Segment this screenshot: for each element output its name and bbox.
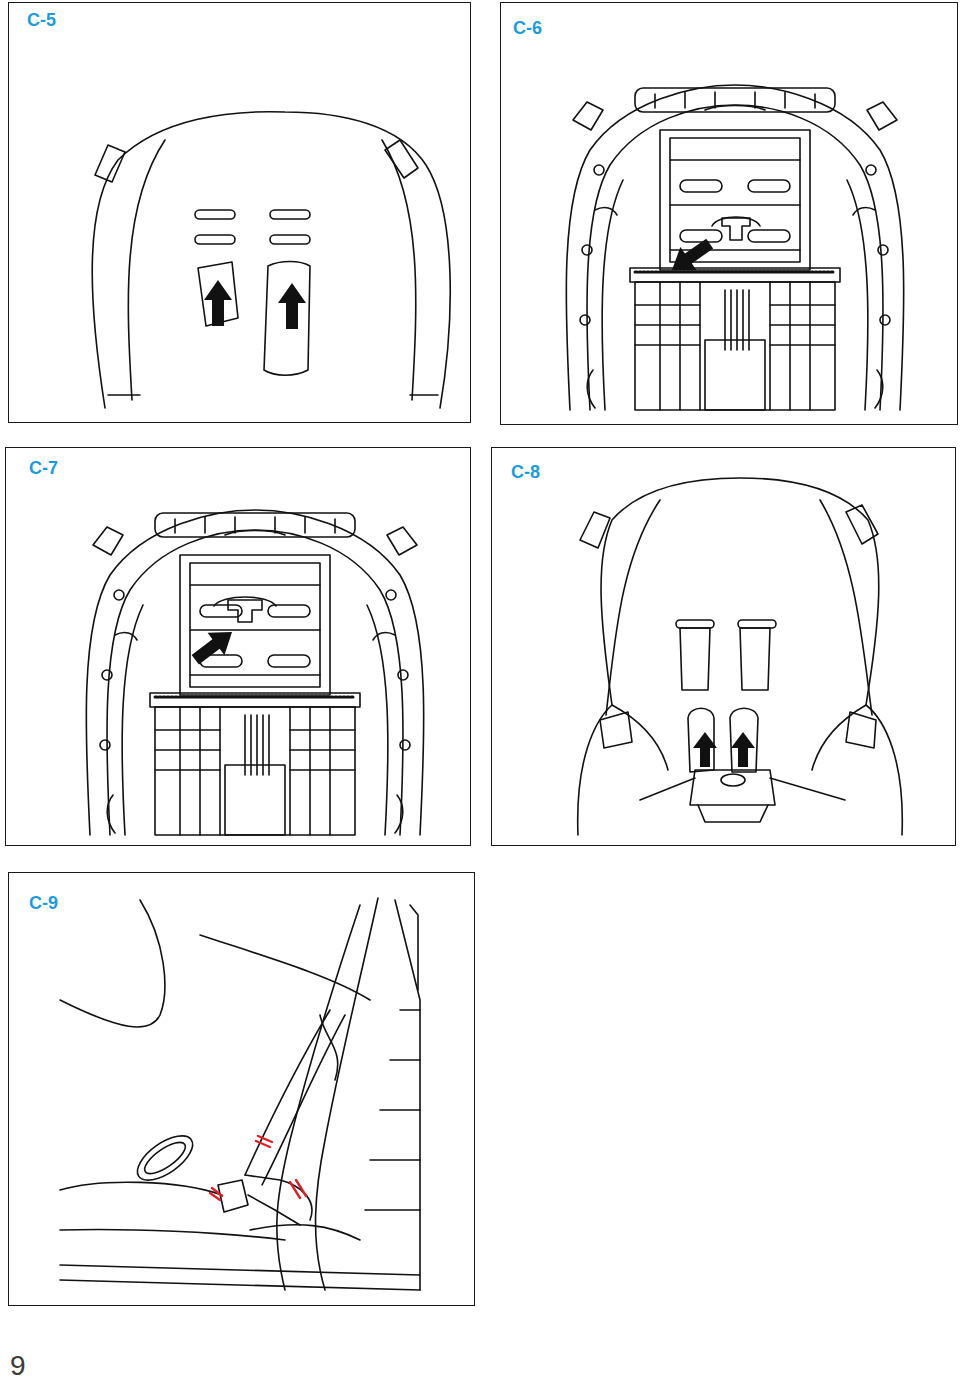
figure-panel: C-9 bbox=[8, 872, 475, 1306]
figure-panel: C-8 bbox=[491, 447, 956, 846]
figure-panel: C-7 bbox=[5, 447, 471, 846]
figure-label: C-6 bbox=[513, 19, 542, 39]
figure-label: C-9 bbox=[29, 894, 58, 914]
figure-label: C-8 bbox=[511, 463, 540, 483]
figure-label: C-7 bbox=[29, 459, 58, 479]
figure-panel: C-6 bbox=[500, 2, 958, 425]
figure-label: C-5 bbox=[27, 11, 56, 31]
page-number: 9 bbox=[10, 1352, 26, 1380]
figure-panel: C-5 bbox=[8, 2, 471, 423]
